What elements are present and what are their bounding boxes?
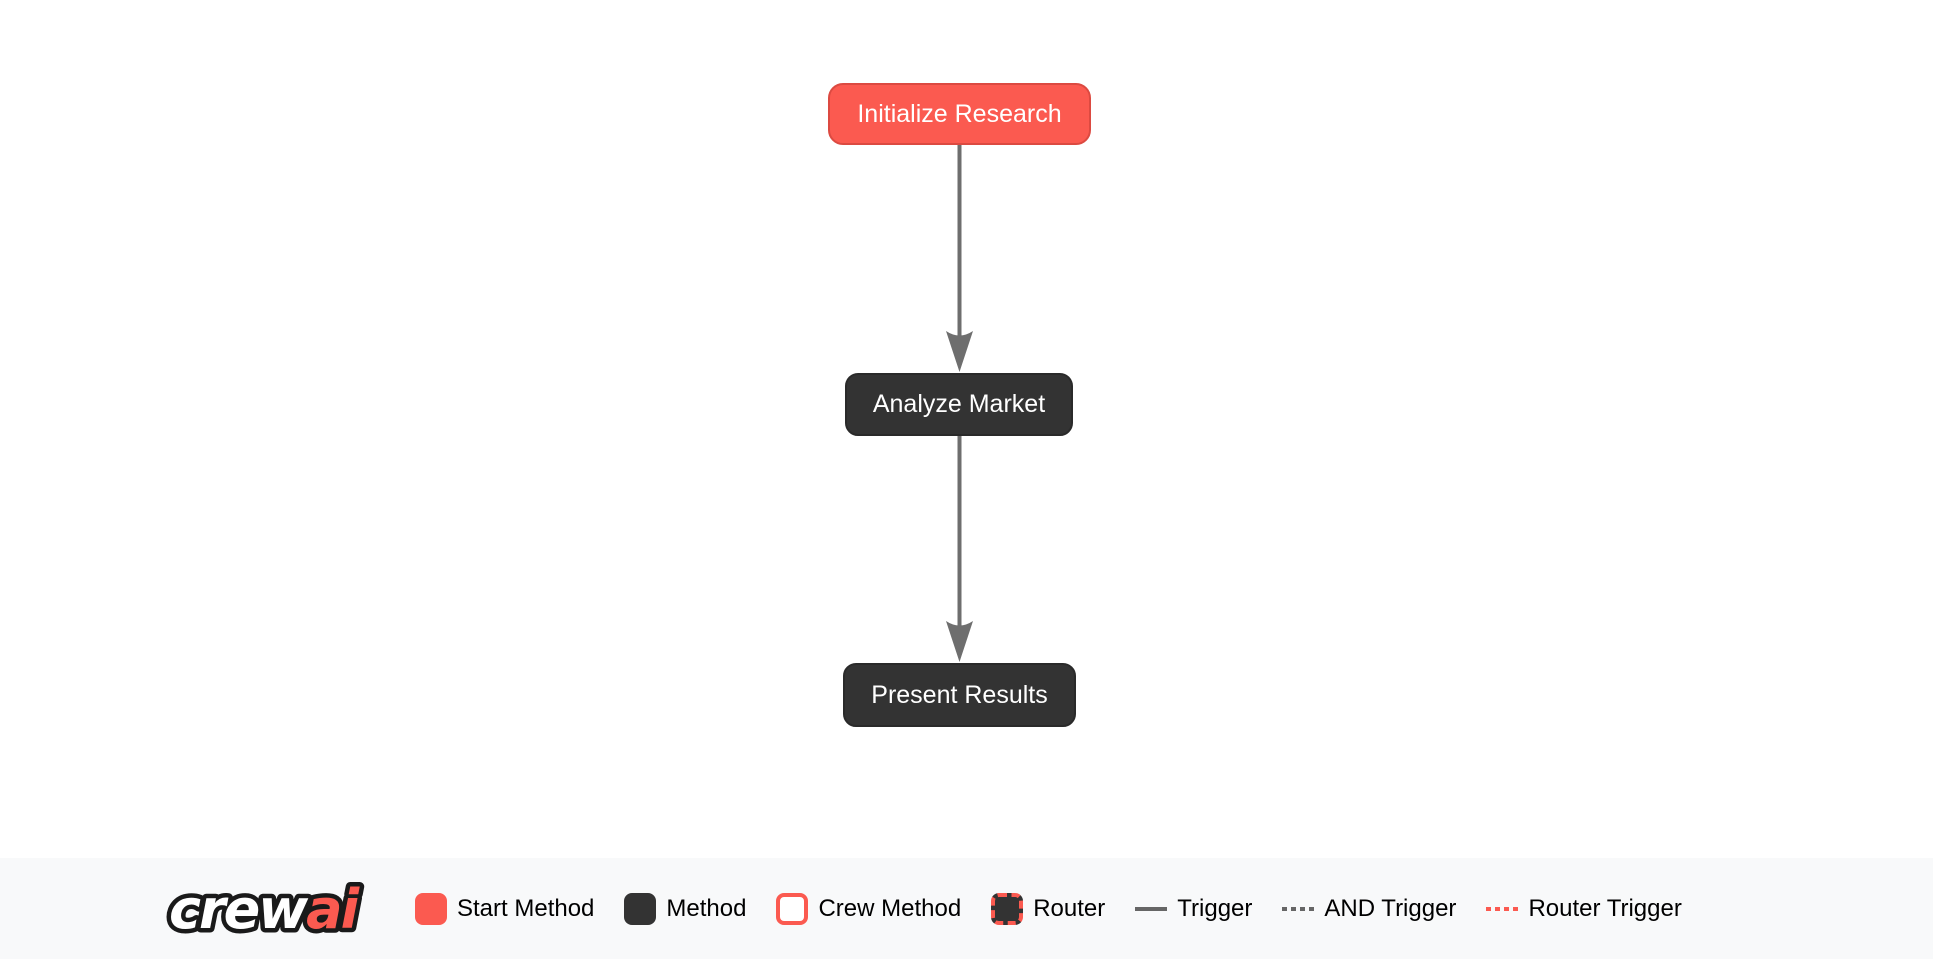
legend-label: Start Method [457, 894, 595, 922]
node-label: Present Results [871, 680, 1048, 709]
legend-item-method: Method [624, 892, 747, 925]
arrowhead-icon [946, 331, 973, 372]
legend-label: Router Trigger [1528, 894, 1682, 922]
logo-text-ai: ai [306, 878, 360, 941]
legend-item-and-trigger: AND Trigger [1282, 895, 1456, 923]
node-label: Analyze Market [872, 390, 1046, 418]
flow-node-analyze-market[interactable]: Analyze Market [845, 373, 1073, 436]
arrowhead-icon [946, 621, 973, 662]
edge-trigger-2 [946, 436, 973, 662]
router-swatch-icon [991, 892, 1024, 925]
legend-item-trigger: Trigger [1135, 895, 1252, 923]
logo-text-crew: crew [169, 878, 309, 941]
legend-label: Crew Method [818, 894, 962, 922]
svg-text:crewai: crewai [169, 878, 361, 941]
legend-item-router: Router [991, 892, 1106, 925]
crew-method-swatch-icon [776, 892, 809, 925]
router-trigger-line-icon [1486, 906, 1519, 911]
legend-footer: crewai Start Method Method Crew Method R… [0, 858, 1933, 959]
legend-label: AND Trigger [1324, 894, 1457, 922]
crewai-logo: crewai [165, 873, 368, 945]
and-trigger-line-icon [1282, 906, 1315, 911]
legend-label: Router [1033, 894, 1106, 922]
method-swatch-icon [624, 892, 657, 925]
legend-label: Method [666, 894, 747, 922]
edge-trigger-1 [946, 145, 973, 372]
start-method-swatch-icon [415, 892, 447, 925]
legend-item-start-method: Start Method [415, 892, 595, 925]
flow-canvas[interactable]: Initialize Research Analyze Market Prese… [0, 0, 1933, 858]
flow-node-present-results[interactable]: Present Results [843, 663, 1076, 727]
trigger-line-icon [1135, 906, 1168, 911]
legend-item-crew-method: Crew Method [776, 892, 962, 925]
flow-node-initialize-research[interactable]: Initialize Research [828, 83, 1091, 145]
legend-label: Trigger [1177, 894, 1253, 922]
node-label: Initialize Research [857, 99, 1062, 128]
legend-item-router-trigger: Router Trigger [1486, 894, 1682, 923]
